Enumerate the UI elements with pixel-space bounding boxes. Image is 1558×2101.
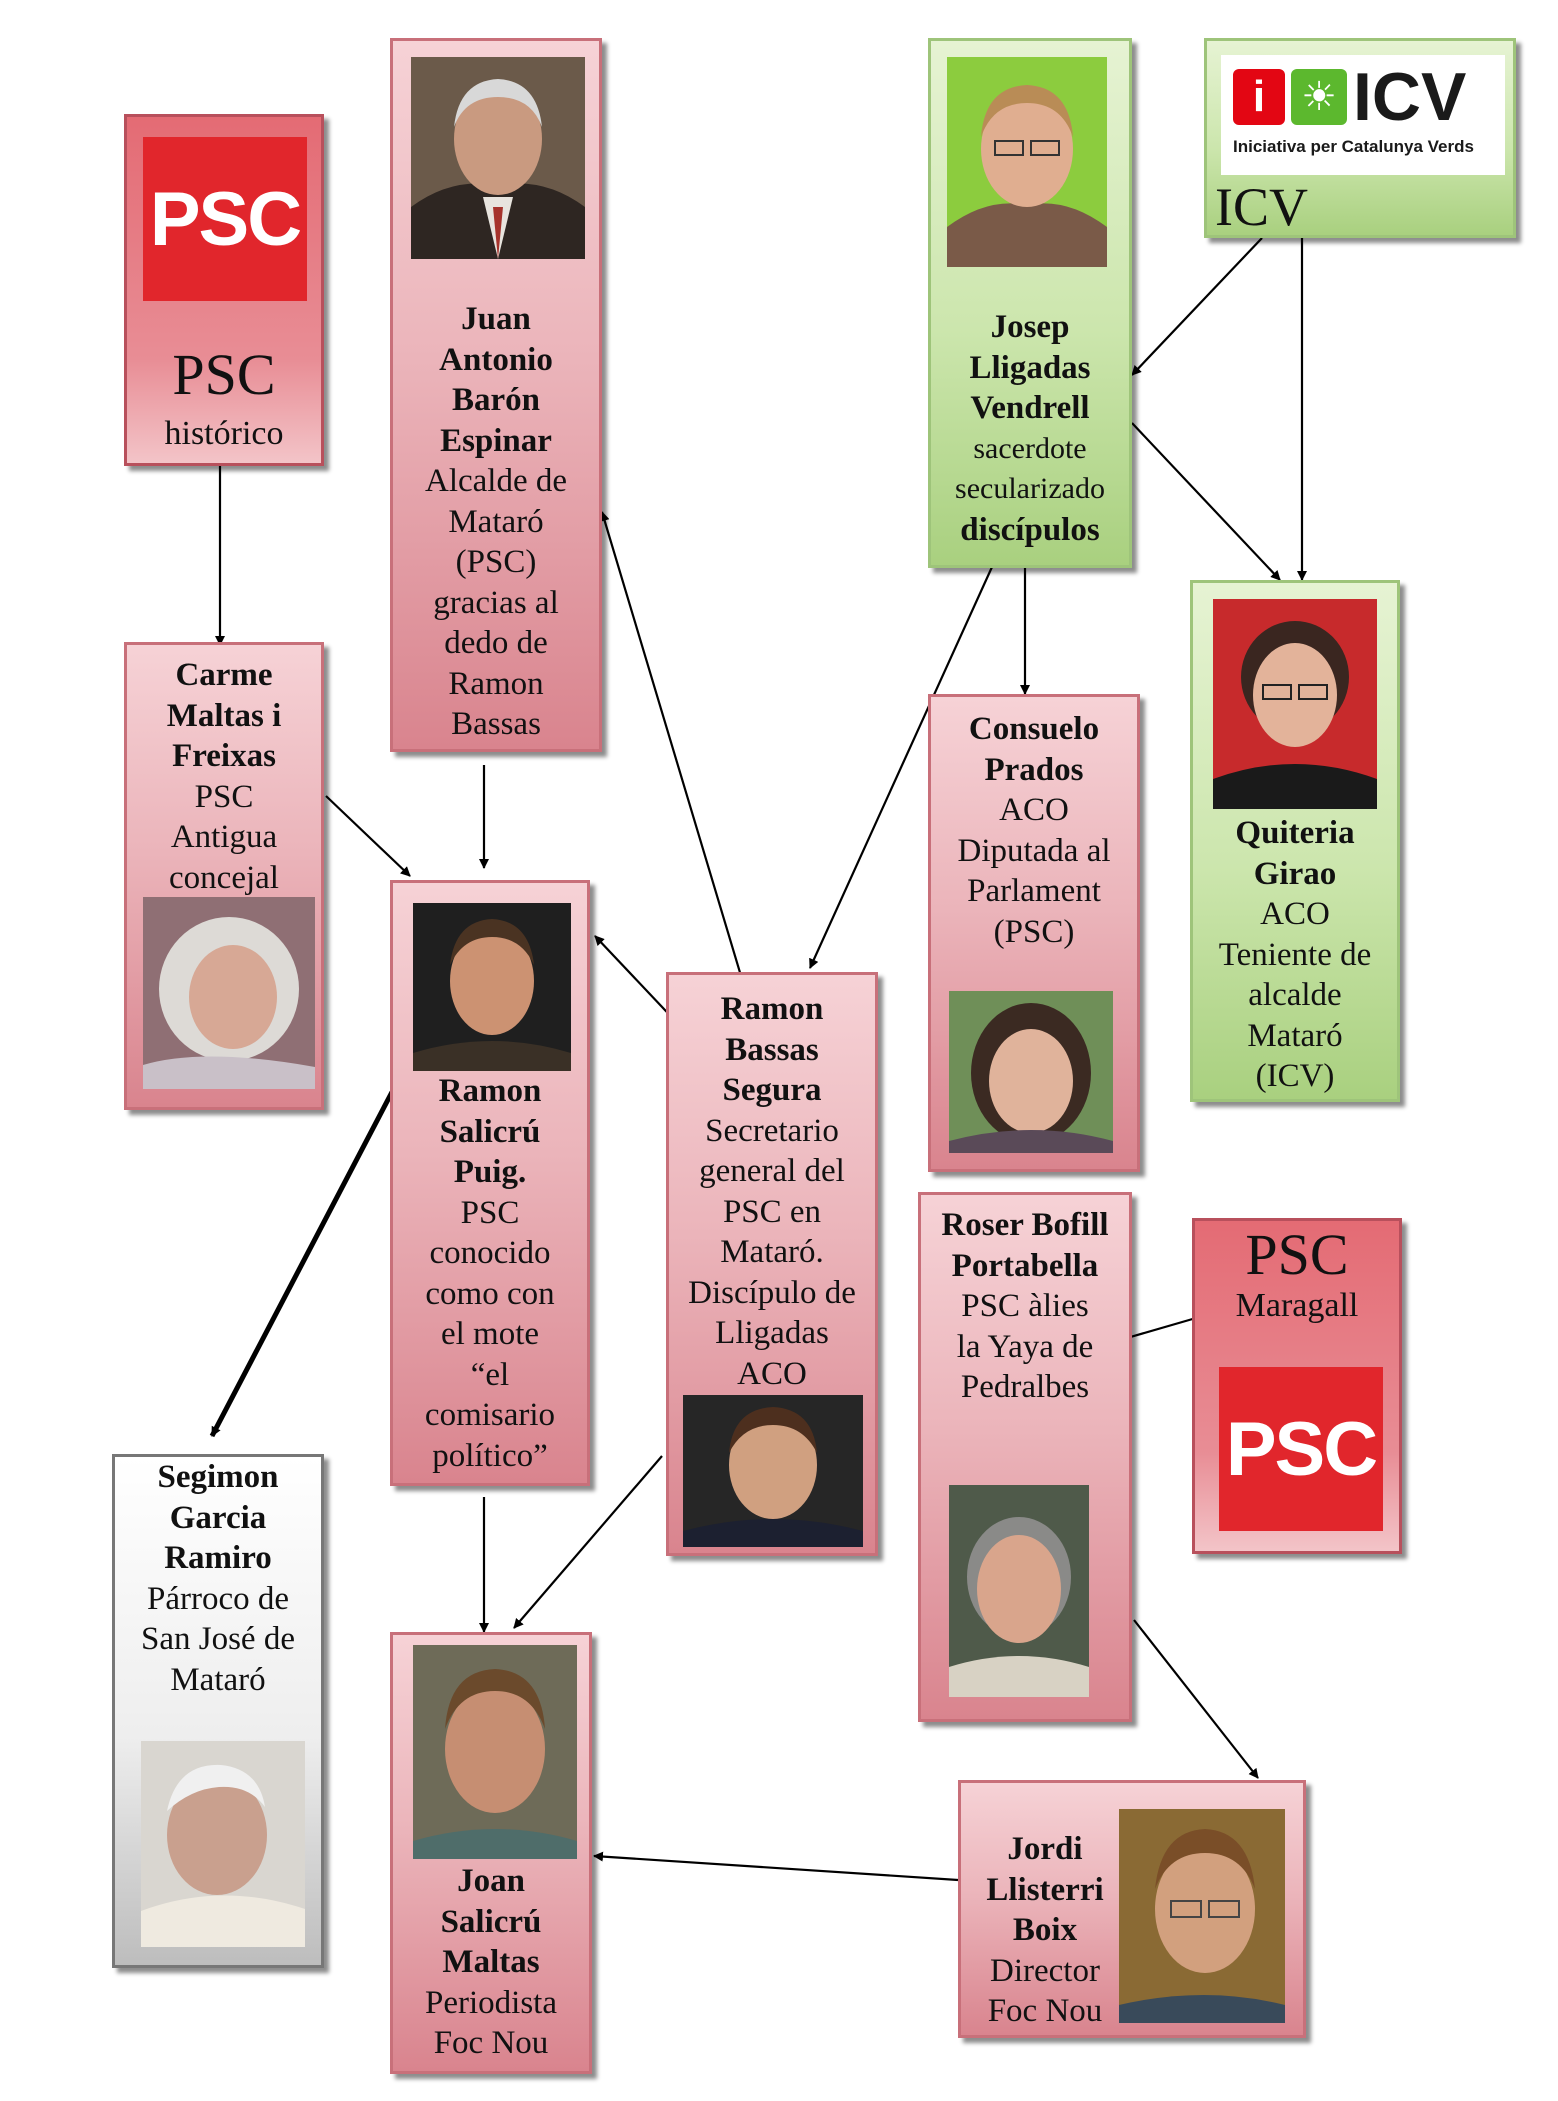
consuelo-role: ACO Diputada al Parlament (PSC): [957, 792, 1111, 950]
psc-maragall-box: PSC Maragall PSC: [1192, 1218, 1402, 1554]
baron-role: Alcalde de Mataró (PSC) gracias al dedo …: [424, 463, 567, 742]
icv-logo-icon: i ☀ ICV Iniciativa per Catalunya Verds: [1221, 55, 1505, 175]
salicru-name: Ramon Salicrú Puig.: [438, 1073, 542, 1190]
psc-logo-icon: PSC: [1219, 1367, 1383, 1531]
arrow-lligadas-to-quiteria: [1131, 422, 1281, 581]
carme-name: Carme Maltas i Freixas: [166, 657, 282, 774]
salicru-photo: [413, 903, 571, 1071]
joan-name: Joan Salicrú Maltas: [440, 1863, 542, 1980]
baron-name: Juan Antonio Barón Espinar: [439, 301, 553, 459]
psc-historico-subtitle: histórico: [164, 415, 284, 452]
node-jordi: Jordi Llisterri Boix Director Foc Nou: [958, 1780, 1306, 2038]
node-joan: Joan Salicrú Maltas Periodista Foc Nou: [390, 1632, 592, 2074]
arrow-bassas-to-joan: [513, 1455, 663, 1629]
node-segimon: Segimon Garcia Ramiro Párroco de San Jos…: [112, 1454, 324, 1968]
consuelo-name: Consuelo Prados: [968, 711, 1100, 788]
quiteria-photo: [1213, 599, 1377, 809]
roser-name: Roser Bofill Portabella: [941, 1207, 1109, 1284]
psc-historico-title: PSC: [172, 342, 276, 407]
arrow-icv-to-lligadas: [1131, 237, 1263, 376]
roser-role: PSC àlies la Yaya de Pedralbes: [956, 1288, 1094, 1405]
icv-logo-text: ICV: [1353, 59, 1467, 135]
carme-role: PSC Antigua concejal: [169, 778, 279, 896]
jordi-name: Jordi Llisterri Boix: [986, 1831, 1104, 1948]
node-roser: Roser Bofill Portabella PSC àlies la Yay…: [918, 1192, 1132, 1722]
arrow-jordi-to-joan: [593, 1851, 959, 1882]
node-baron: Juan Antonio Barón Espinar Alcalde de Ma…: [390, 38, 602, 752]
node-lligadas: Josep Lligadas Vendrell sacerdote secula…: [928, 38, 1132, 568]
jordi-photo: [1119, 1809, 1285, 2023]
baron-photo: [411, 57, 585, 259]
node-quiteria: Quiteria Girao ACO Teniente de alcalde M…: [1190, 580, 1400, 1102]
bassas-name: Ramon Bassas Segura: [720, 991, 824, 1108]
lligadas-name: Josep Lligadas Vendrell: [969, 309, 1091, 426]
node-carme: Carme Maltas i Freixas PSC Antigua conce…: [124, 642, 324, 1110]
lligadas-role: sacerdote secularizado: [955, 431, 1105, 506]
arrow-salicru-to-segimon: [209, 1090, 395, 1438]
jordi-role: Director Foc Nou: [987, 1952, 1103, 2030]
arrow-bassas-to-baron: [599, 511, 764, 1047]
consuelo-photo: [949, 991, 1113, 1153]
segimon-name: Segimon Garcia Ramiro: [157, 1459, 279, 1576]
bassas-photo: [683, 1395, 863, 1547]
quiteria-name: Quiteria Girao: [1235, 815, 1355, 892]
arrow-carme-to-salicru: [325, 795, 411, 877]
lligadas-photo: [947, 57, 1107, 267]
bassas-role: Secretario general del PSC en Mataró. Di…: [688, 1112, 856, 1392]
psc-logo-icon: PSC: [143, 137, 307, 301]
icv-label: ICV: [1215, 177, 1308, 237]
psc-historico-box: PSC PSC histórico: [124, 114, 324, 466]
node-salicru: Ramon Salicrú Puig. PSC conocido como co…: [390, 880, 590, 1486]
psc-maragall-subtitle: Maragall: [1235, 1287, 1359, 1324]
icv-logo-subtitle: Iniciativa per Catalunya Verds: [1233, 137, 1474, 156]
node-icv: i ☀ ICV Iniciativa per Catalunya Verds I…: [1204, 38, 1516, 238]
carme-photo: [143, 897, 315, 1089]
psc-maragall-title: PSC: [1245, 1222, 1349, 1287]
arrow-maragall-to-roser: [1119, 1316, 1197, 1343]
joan-role: Periodista Foc Nou: [425, 1984, 557, 2062]
segimon-role: Párroco de San José de Mataró: [141, 1580, 295, 1698]
joan-photo: [413, 1645, 577, 1859]
lligadas-extra: discípulos: [960, 511, 1100, 548]
node-consuelo: Consuelo Prados ACO Diputada al Parlamen…: [928, 694, 1140, 1172]
arrow-lligadas-to-bassas: [808, 566, 994, 969]
node-bassas: Ramon Bassas Segura Secretario general d…: [666, 972, 878, 1556]
segimon-photo: [141, 1741, 305, 1947]
roser-photo: [949, 1485, 1089, 1697]
quiteria-role: ACO Teniente de alcalde Mataró (ICV): [1218, 896, 1372, 1094]
salicru-role: PSC conocido como con el mote “el comisa…: [424, 1194, 556, 1474]
arrow-roser-to-jordi: [1133, 1619, 1259, 1779]
